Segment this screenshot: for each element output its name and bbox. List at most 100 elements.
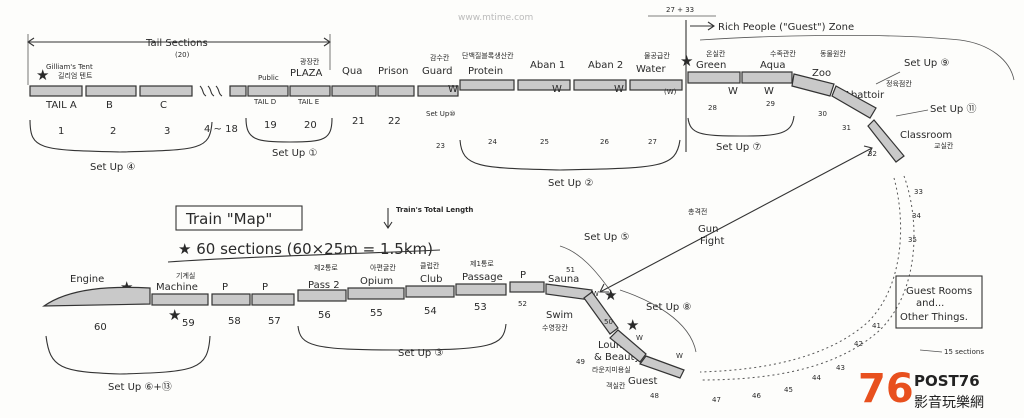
- num-51: 51: [566, 266, 575, 274]
- w-paren-marker: (W): [664, 88, 677, 96]
- w-marker: W: [448, 84, 458, 95]
- num-28: 28: [708, 104, 717, 112]
- car-p1: [211, 293, 251, 306]
- classroom-kr: 교실칸: [934, 141, 954, 150]
- num-range: 4 ~ 18: [204, 124, 238, 135]
- label-protein: Protein: [468, 66, 503, 77]
- label-engine: Engine: [70, 274, 104, 285]
- num-53: 53: [474, 302, 487, 313]
- star-icon-lounge: ★: [626, 316, 639, 334]
- sections-title: ★ 60 sections (60×25m = 1.5km): [178, 240, 433, 258]
- num-55: 55: [370, 308, 383, 319]
- label-green: Green: [696, 60, 726, 71]
- setup8-bracket: [619, 289, 697, 353]
- label-tail-d: TAIL D: [253, 98, 276, 106]
- title-box: [175, 205, 303, 231]
- num-57: 57: [268, 316, 281, 327]
- label-sauna: Sauna: [548, 274, 579, 285]
- label-zoo: Zoo: [812, 68, 831, 79]
- guest-kr: 객실칸: [606, 381, 626, 390]
- label-aqua: Aqua: [760, 60, 785, 71]
- num-21: 21: [352, 116, 365, 127]
- dashed-track: [699, 175, 915, 381]
- setup2-bracket: [459, 139, 681, 171]
- label-guard: Guard: [422, 66, 453, 77]
- rich-zone-label: Rich People ("Guest") Zone: [718, 22, 854, 33]
- guest-rooms-box: [895, 275, 983, 329]
- public-label: Public: [258, 74, 279, 82]
- map-title: Train "Map": [185, 210, 272, 228]
- setup4-bracket: [29, 119, 213, 153]
- green-kr: 온실칸: [706, 49, 726, 58]
- label-qua: Qua: [342, 66, 362, 77]
- car-pass2: [297, 289, 347, 302]
- car-guard: [417, 85, 459, 97]
- pass2-kr: 제2통로: [314, 264, 338, 272]
- car-p2: [251, 293, 295, 306]
- and-label: and...: [916, 298, 944, 309]
- svg-text:W: W: [592, 290, 599, 298]
- label-guest: Guest: [628, 376, 657, 387]
- num-42: 42: [854, 340, 863, 348]
- car-club: [405, 285, 455, 298]
- num-31: 31: [842, 124, 851, 132]
- num-3: 3: [164, 126, 170, 137]
- setup8-label: Set Up ⑧: [646, 302, 691, 313]
- abattoir-kr: 정육점칸: [886, 79, 912, 88]
- label-p3: P: [520, 270, 526, 281]
- tail-count: (20): [175, 51, 190, 59]
- zone-range: 27 + 33: [666, 6, 694, 14]
- star-icon-machine: ★: [168, 306, 181, 324]
- car-zoo: [791, 73, 835, 97]
- car-guest: [639, 355, 685, 379]
- label-b: B: [106, 100, 113, 111]
- num-35: 35: [908, 236, 917, 244]
- label-c: C: [160, 100, 167, 111]
- protein-kr: 단백질블록생산칸: [462, 51, 514, 60]
- car-swim: [583, 291, 619, 335]
- num-58: 58: [228, 316, 241, 327]
- car-classroom: [867, 119, 905, 163]
- car-lounge: [609, 329, 647, 363]
- label-water: Water: [636, 64, 666, 75]
- svg-text:W: W: [636, 334, 643, 342]
- label-pass2: Pass 2: [308, 280, 340, 291]
- svg-text:W: W: [728, 86, 738, 97]
- svg-text:W: W: [552, 84, 562, 95]
- watermark: www.mtime.com: [458, 13, 533, 23]
- num-48: 48: [650, 392, 659, 400]
- num-44: 44: [812, 374, 821, 382]
- guest-rooms-label: Guest Rooms: [906, 286, 972, 297]
- logo-number: 76: [858, 366, 914, 412]
- num-56: 56: [318, 310, 331, 321]
- setup1-label: Set Up ①: [272, 148, 317, 159]
- car-b: [85, 85, 137, 97]
- label-opium: Opium: [360, 276, 393, 287]
- label-club: Club: [420, 274, 442, 285]
- setup5-label: Set Up ⑤: [584, 232, 629, 243]
- car-green: [687, 71, 741, 84]
- setup10-label: Set Up⑩: [426, 110, 456, 118]
- gilliams-tent-label: Gilliam's Tent: [46, 63, 93, 71]
- swim-kr: 수영장칸: [542, 323, 568, 332]
- num-2: 2: [110, 126, 116, 137]
- svg-text:W: W: [614, 84, 624, 95]
- star-icon-zone: ★: [680, 52, 693, 70]
- fight-label: Fight: [700, 236, 724, 247]
- gun-label: Gun: [698, 224, 718, 235]
- label-p1: P: [222, 282, 228, 293]
- car-passage: [455, 283, 507, 296]
- opium-kr: 아편굴칸: [370, 263, 396, 272]
- label-beauty: & Beauty: [594, 352, 640, 363]
- num-41: 41: [872, 322, 881, 330]
- car-aqua: [741, 71, 793, 84]
- label-machine: Machine: [156, 282, 198, 293]
- gunfight-arrow: [599, 147, 873, 293]
- num-22: 22: [388, 116, 401, 127]
- num-25: 25: [540, 138, 549, 146]
- total-length-label: Train's Total Length: [396, 206, 473, 214]
- car-p3: [509, 281, 545, 293]
- car-aban2: [573, 79, 627, 91]
- num-23: 23: [436, 142, 445, 150]
